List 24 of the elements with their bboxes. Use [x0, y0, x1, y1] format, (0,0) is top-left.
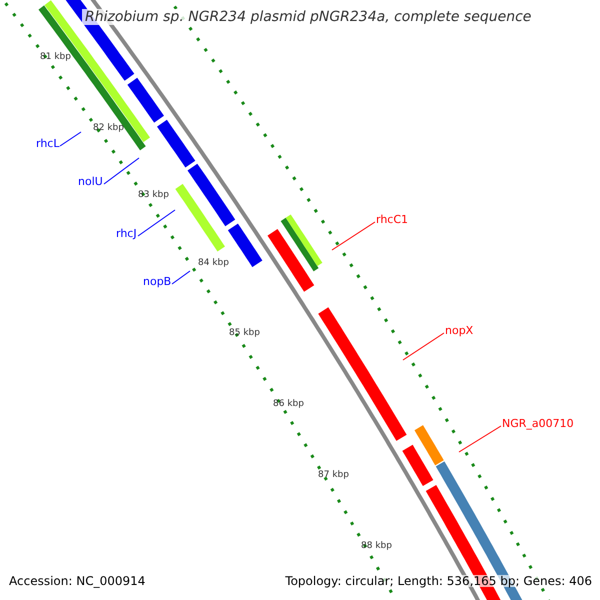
leader-line [138, 210, 176, 236]
leader-line [402, 332, 444, 360]
accession-text: Accession: NC_000914 [9, 575, 146, 587]
gene-label: NGR_a00710 [502, 418, 574, 429]
tick-label: 87 kbp [318, 471, 349, 480]
leader-line [332, 222, 376, 250]
gene-label: nopB [143, 276, 172, 287]
tick-label: 83 kbp [138, 191, 169, 200]
leader-line [172, 270, 190, 284]
tick-label: 85 kbp [229, 329, 260, 338]
leader-line [60, 132, 82, 146]
tick-label: 82 kbp [93, 124, 124, 133]
gene-label: rhcC1 [376, 214, 408, 225]
gene-label: rhcL [36, 138, 60, 149]
gene-label: nopX [445, 325, 474, 336]
tick-label: 88 kbp [361, 542, 392, 551]
genome-summary-text: Topology: circular; Length: 536,165 bp; Genes: 406 [285, 575, 592, 587]
gene-label: nolU [78, 176, 103, 187]
tick-label: 86 kbp [273, 400, 304, 409]
leader-line [104, 158, 140, 184]
tick-label: 84 kbp [198, 259, 229, 268]
leader-line [458, 426, 502, 452]
gene-label: rhcJ [116, 228, 137, 239]
tick-label: 81 kbp [40, 53, 71, 62]
